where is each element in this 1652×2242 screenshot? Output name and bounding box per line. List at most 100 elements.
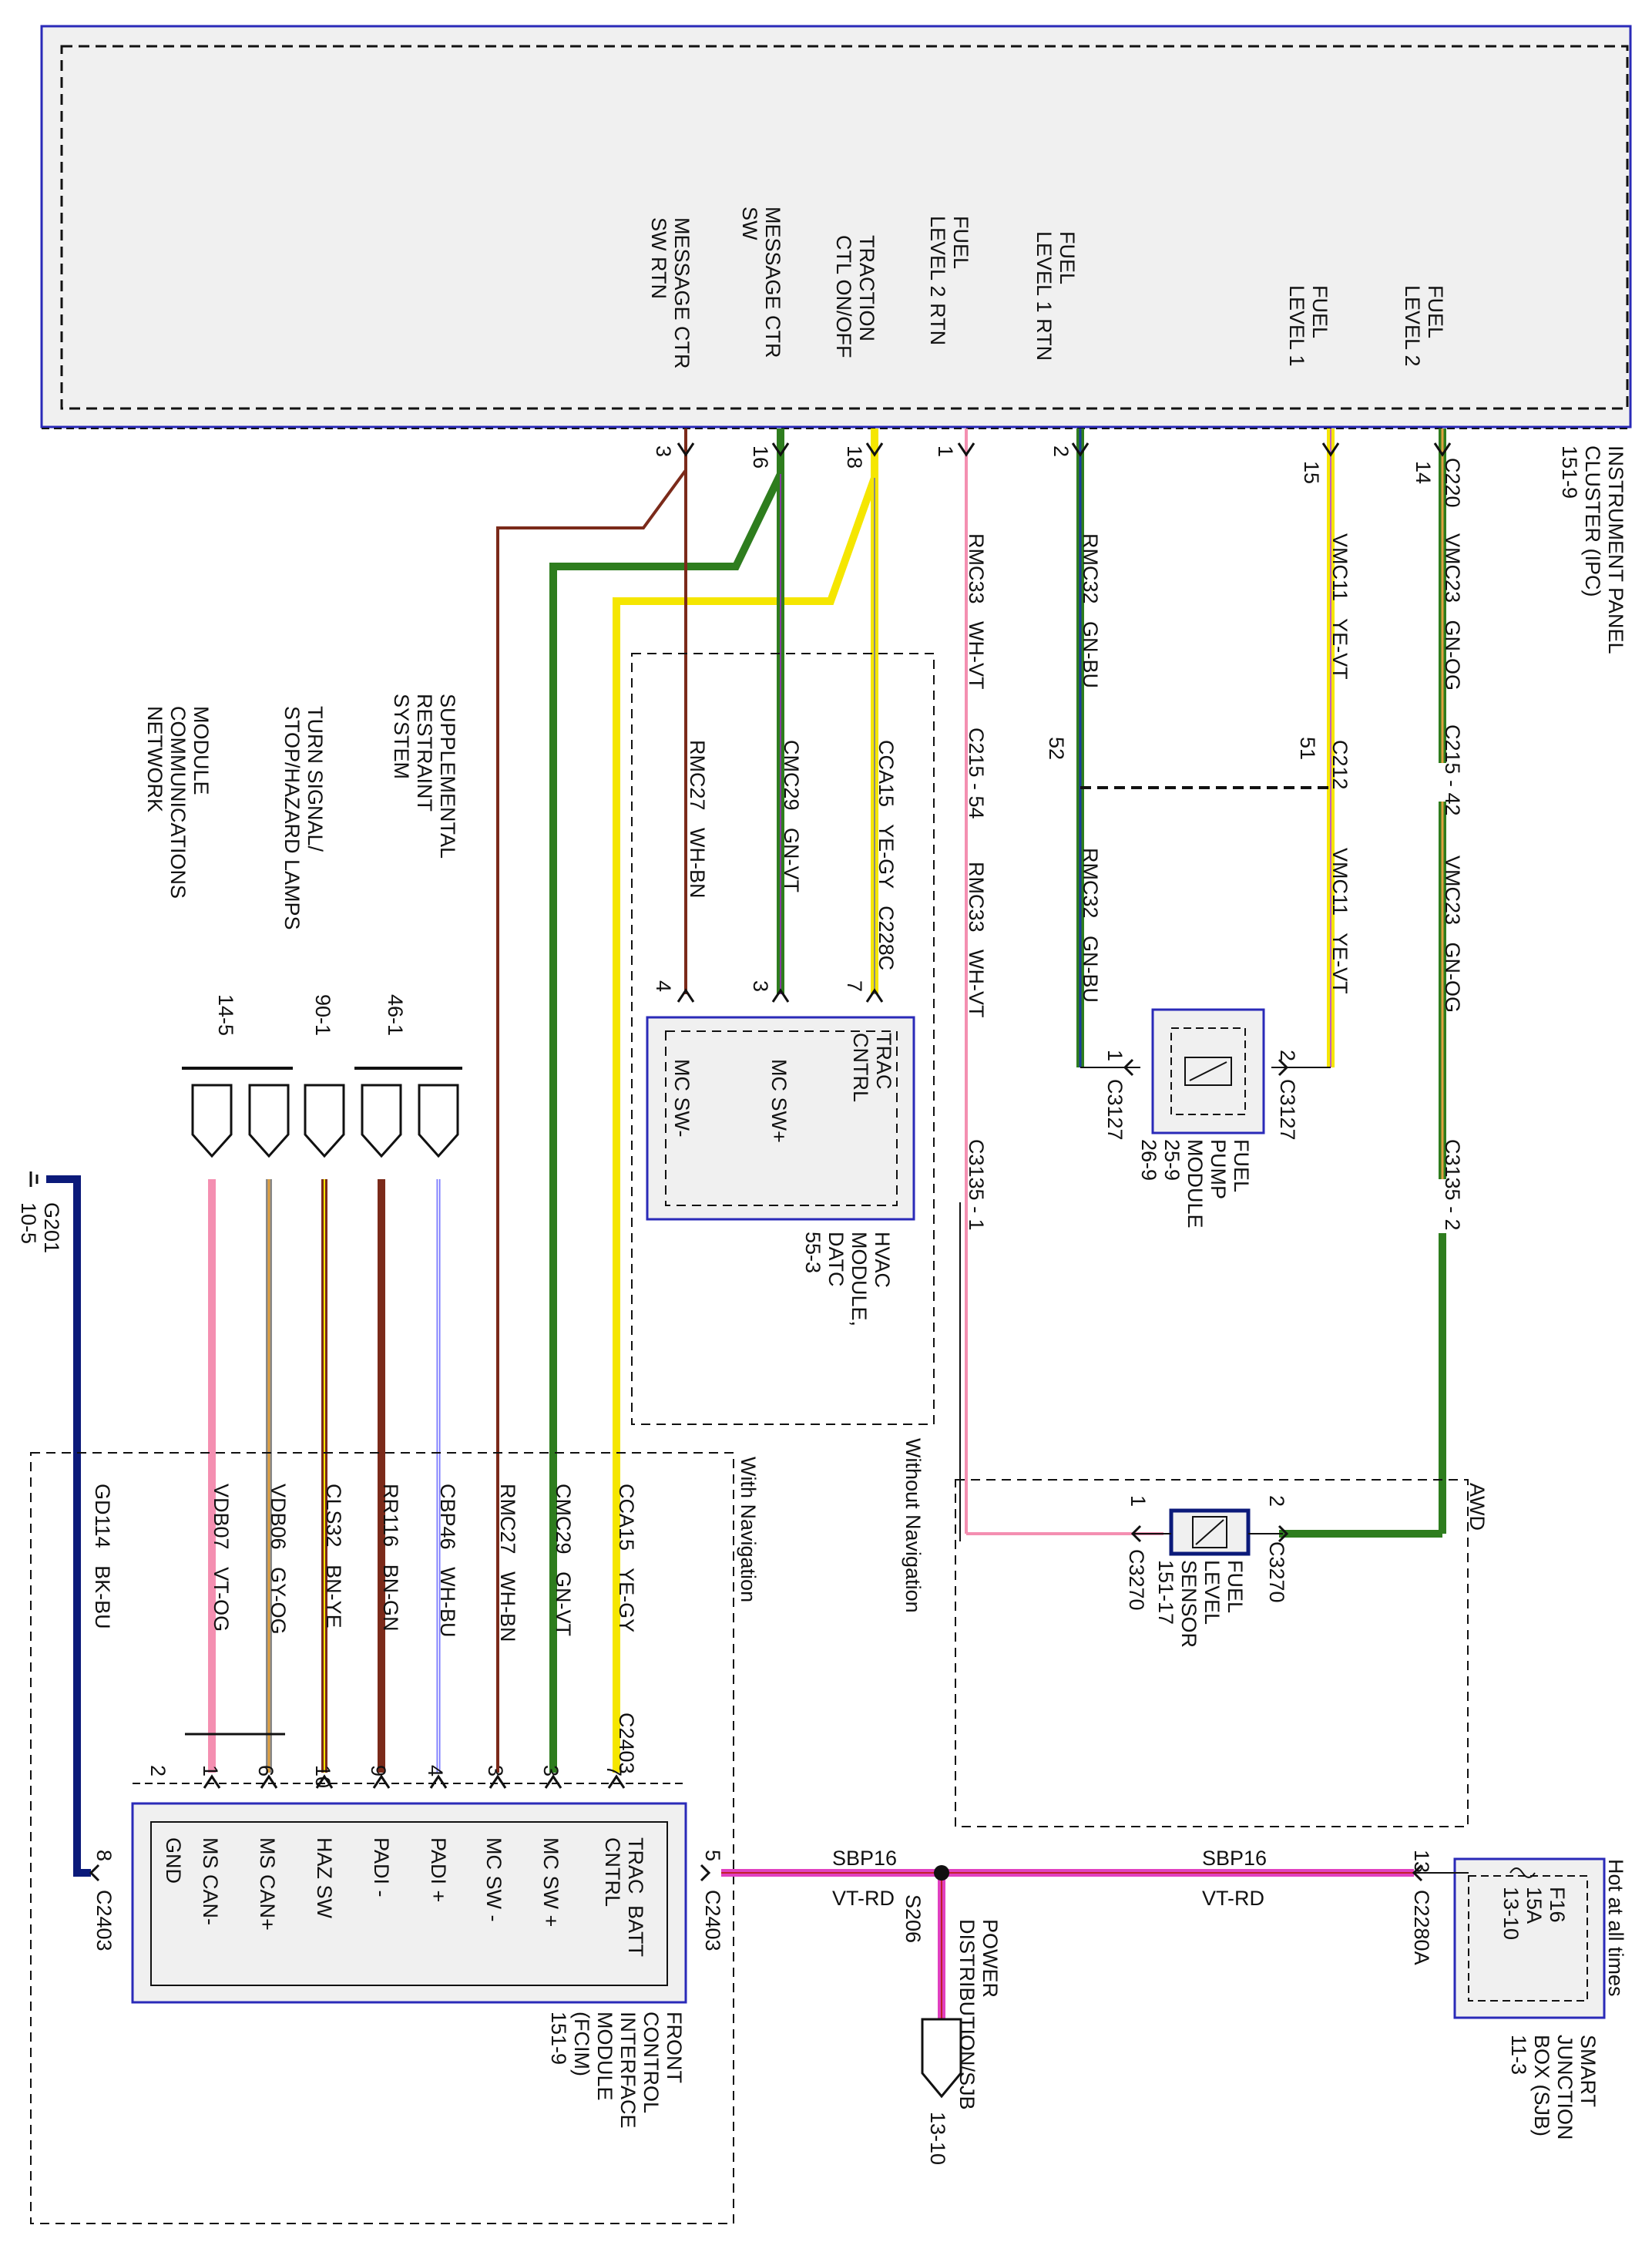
- ipc-pin-label-traction: TRACTION CTL ON/OFF: [832, 235, 878, 358]
- wire-label-rmc33-low: RMC33 WH-VT: [965, 862, 988, 1018]
- fcim-gnd-conn: C2403: [92, 1890, 116, 1951]
- ipc-pin-label-fuel-level-2: FUEL LEVEL 2: [1401, 285, 1447, 367]
- ipc-pin-label-fuel-level-2-rtn: FUEL LEVEL 2 RTN: [926, 216, 972, 346]
- fuel-pump-conn-right: C3127: [1276, 1079, 1299, 1141]
- fcim-label-mc-sw-minus: MC SW -: [482, 1837, 505, 1922]
- wire-label-cbp46: CBP46 WH-BU: [436, 1484, 459, 1638]
- sjb-module: [1453, 1857, 1606, 2019]
- ref-connectors: [191, 1084, 459, 1158]
- ref-label-mcn: MODULE COMMUNICATIONS NETWORK: [143, 706, 213, 899]
- power-label-sbp16-right: SBP16: [1202, 1847, 1268, 1870]
- fcim-label-ms-can-minus: MS CAN-: [199, 1837, 222, 1925]
- wire-cca15: [613, 429, 878, 1773]
- sjb-module-name: SMART JUNCTION BOX (SJB) 11-3: [1507, 2035, 1600, 2140]
- ref-90-1: 90-1: [311, 994, 334, 1037]
- fcim-label-ms-can-plus: MS CAN+: [256, 1837, 279, 1931]
- wire-label-cmc29-hvac: CMC29 GN-VT: [780, 740, 803, 893]
- fcim-label-mc-sw-plus: MC SW +: [539, 1837, 562, 1928]
- fuel-pump-name: FUEL PUMP MODULE 25-9 26-9: [1137, 1139, 1253, 1229]
- fcim-pin-1: 1: [199, 1765, 222, 1777]
- fcim-batt-pin: 5: [701, 1850, 724, 1862]
- hvac-module: [646, 1016, 915, 1221]
- sjb-pin-13: 13: [1410, 1850, 1433, 1874]
- fuel-pump-conn-left: C3127: [1103, 1079, 1127, 1141]
- connector-c215-42: C215 - 42: [1441, 724, 1464, 816]
- wire-label-rmc33-top: RMC33 WH-VT: [965, 533, 988, 690]
- wire-rmc32: [1076, 429, 1140, 1068]
- fuel-sensor-name: FUEL LEVEL SENSOR 151-17: [1154, 1560, 1247, 1649]
- pin-15: 15: [1300, 461, 1323, 485]
- power-distribution-label: POWER DISTRIBUTION/SJB: [955, 1919, 1002, 2110]
- pin-markers: [89, 442, 1452, 1882]
- fcim-pin-10: 10: [311, 1765, 334, 1789]
- ipc-pin-label-fuel-level-1: FUEL LEVEL 1: [1285, 285, 1331, 367]
- fuel-pump-pin-2: 2: [1276, 1050, 1299, 1062]
- awd-label: AWD: [1466, 1483, 1489, 1531]
- pin-2: 2: [1049, 445, 1073, 458]
- wire-sbp16: [721, 1869, 1414, 2019]
- sjb-hot-label: Hot at all times: [1604, 1859, 1627, 1997]
- connector-c3135-2: C3135 - 2: [1441, 1139, 1464, 1231]
- without-nav-label: Without Navigation: [902, 1438, 925, 1613]
- wire-label-cmc29-fcim: CMC29 GN-VT: [552, 1484, 575, 1637]
- wire-cmc29: [549, 429, 784, 1773]
- fcim-batt-conn: C2403: [701, 1890, 724, 1951]
- connector-c3135-1: C3135 - 1: [965, 1139, 988, 1231]
- fuel-sensor-conn-right: C3270: [1265, 1541, 1288, 1603]
- power-label-sbp16-left: SBP16: [832, 1847, 898, 1870]
- hvac-pin-label-trac: TRAC CNTRL: [849, 1033, 895, 1103]
- sjb-conn-c2280a: C2280A: [1410, 1890, 1433, 1965]
- connector-c212-51: 51: [1296, 737, 1319, 761]
- pin-14: 14: [1412, 461, 1435, 485]
- fcim-label-haz-sw: HAZ SW: [313, 1837, 336, 1918]
- pin-3: 3: [652, 445, 675, 458]
- wire-rmc33: [959, 429, 1163, 1541]
- hvac-pin-7: 7: [843, 980, 866, 993]
- power-label-color-left: VT-RD: [832, 1887, 895, 1910]
- wire-vmc23: [1279, 429, 1446, 1538]
- fcim-pin-4: 4: [424, 1765, 447, 1777]
- connector-c215-54: C215 - 54: [965, 728, 988, 819]
- with-nav-box: [30, 1452, 734, 2224]
- wire-label-rr116: RR116 BN-GN: [379, 1484, 402, 1632]
- hvac-pin-label-mc-sw-plus: MC SW+: [767, 1059, 791, 1143]
- fcim-label-batt: BATT: [624, 1905, 647, 1957]
- conn-c220: C220: [1441, 458, 1464, 508]
- wire-label-rmc32-low: RMC32 GN-BU: [1079, 848, 1102, 1003]
- ipc-pin-label-message-ctr-sw: MESSAGE CTR SW: [738, 207, 784, 358]
- wire-label-vmc11-low: VMC11 YE-VT: [1328, 848, 1351, 994]
- ipc-pin-label-fuel-level-1-rtn: FUEL LEVEL 1 RTN: [1032, 231, 1079, 361]
- hvac-module-name: HVAC MODULE, DATC 55-3: [801, 1232, 894, 1327]
- ref-label-turn: TURN SIGNAL/ STOP/HAZARD LAMPS: [280, 706, 327, 930]
- wire-label-rmc32-top: RMC32 GN-BU: [1079, 533, 1102, 689]
- fcim-module-name: FRONT CONTROL INTERFACE MODULE (FCIM) 15…: [547, 2012, 686, 2129]
- ipc-pin-label-message-ctr-sw-rtn: MESSAGE CTR SW RTN: [647, 217, 693, 369]
- wire-gd114: [46, 1175, 91, 1877]
- ref-46-1: 46-1: [384, 994, 407, 1037]
- connector-c212-52: 52: [1045, 737, 1068, 761]
- without-nav-box: [631, 653, 935, 1425]
- splice-s206-label: S206: [902, 1894, 925, 1944]
- ref-label-srs: SUPPLEMENTAL RESTRAINT SYSTEM: [390, 694, 459, 859]
- wire-label-vdb06: VDB06 GY-OG: [267, 1484, 290, 1635]
- hvac-pin-3: 3: [749, 980, 772, 993]
- wire-label-rmc27-hvac: RMC27 WH-BN: [686, 740, 709, 899]
- fcim-gnd-pin: 8: [92, 1850, 116, 1862]
- hvac-pin-4: 4: [652, 980, 675, 993]
- fcim-pin-3b: 3: [484, 1765, 507, 1777]
- connector-c212: C212: [1328, 740, 1351, 790]
- awd-box: [955, 1479, 1469, 1827]
- fuel-sensor-pin-1: 1: [1127, 1495, 1150, 1508]
- fcim-pin-6: 6: [254, 1765, 277, 1777]
- power-label-color-right: VT-RD: [1202, 1887, 1264, 1910]
- ground-g201: G201 10-5: [17, 1202, 63, 1254]
- fcim-label-padi-plus: PADI +: [427, 1837, 450, 1903]
- splice-s206: [934, 1865, 949, 1881]
- with-nav-label: With Navigation: [737, 1457, 760, 1603]
- wire-label-gd114: GD114 BK-BU: [91, 1484, 114, 1629]
- pin-16: 16: [749, 445, 772, 469]
- wire-label-cls32: CLS32 BN-YE: [322, 1484, 345, 1629]
- power-ref: 13-10: [926, 2112, 949, 2166]
- wire-label-cca15-fcim: CCA15 YE-GY: [615, 1484, 638, 1633]
